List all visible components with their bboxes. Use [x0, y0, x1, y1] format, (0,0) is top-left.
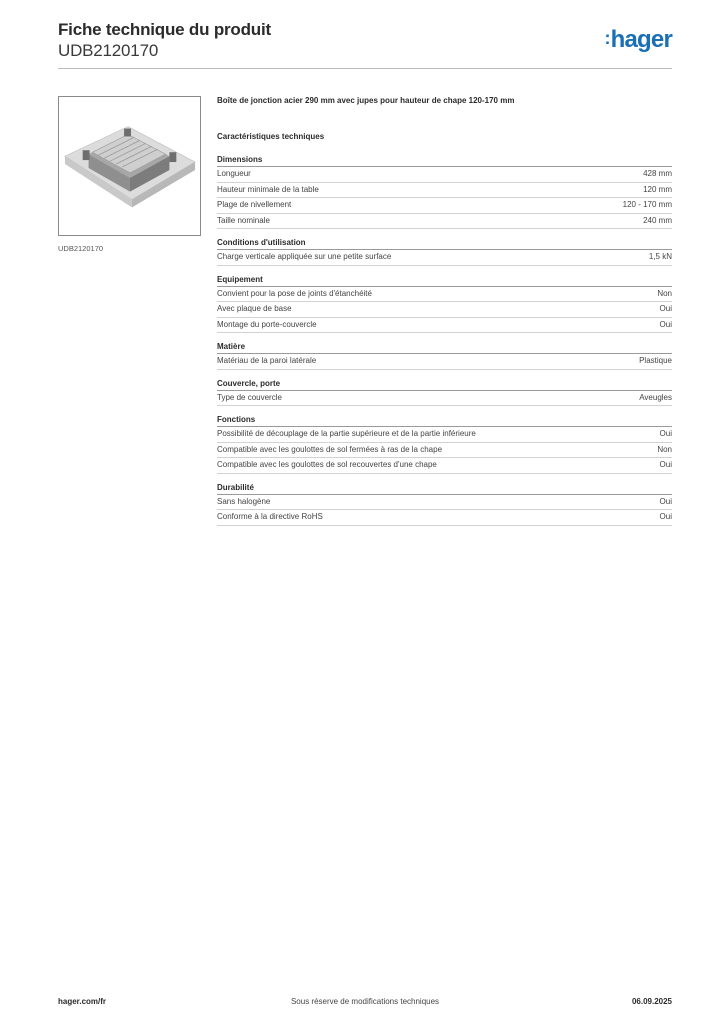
- characteristic-row: Matériau de la paroi latérale Plastique: [217, 354, 672, 370]
- page-header: Fiche technique du produit UDB2120170: [58, 20, 271, 61]
- section-title: Durabilité: [217, 483, 672, 495]
- characteristic-value: Non: [657, 288, 672, 298]
- characteristic-label: Avec plaque de base: [217, 304, 292, 313]
- section-title: Couvercle, porte: [217, 379, 672, 391]
- image-caption: UDB2120170: [58, 244, 104, 253]
- characteristic-row: Compatible avec les goulottes de sol rec…: [217, 458, 672, 474]
- characteristic-value: Oui: [659, 304, 672, 313]
- characteristic-value: Aveugles: [639, 392, 672, 402]
- characteristic-row: Sans halogène Oui: [217, 495, 672, 510]
- section-title: Conditions d'utilisation: [217, 238, 672, 250]
- logo-dots-icon: :: [604, 28, 610, 48]
- page-title: Fiche technique du produit: [58, 20, 271, 39]
- section-title: Equipement: [217, 275, 672, 287]
- characteristic-row: Conforme à la directive RoHS Oui: [217, 510, 672, 526]
- header-divider: [58, 68, 672, 69]
- footer-date: 06.09.2025: [631, 997, 672, 1006]
- characteristic-label: Plage de nivellement: [217, 200, 292, 209]
- characteristic-row: Convient pour la pose de joints d'étanch…: [217, 287, 672, 302]
- technical-content: Boîte de jonction acier 290 mm avec jupe…: [217, 96, 672, 535]
- characteristic-label: Longueur: [217, 169, 251, 178]
- section-title: Matière: [217, 342, 672, 354]
- characteristic-row: Charge verticale appliquée sur une petit…: [217, 250, 672, 266]
- characteristic-value: Oui: [659, 319, 672, 329]
- characteristic-value: 120 - 170 mm: [622, 200, 672, 209]
- junction-box-illustration: [64, 126, 196, 208]
- characteristic-row: Avec plaque de base Oui: [217, 302, 672, 318]
- characteristic-row: Possibilité de découplage de la partie s…: [217, 427, 672, 443]
- characteristic-value: 1,5 kN: [648, 252, 672, 261]
- characteristic-value: 428 mm: [643, 169, 672, 178]
- footer-website[interactable]: hager.com/fr: [58, 997, 107, 1006]
- section-title: Fonctions: [217, 415, 672, 427]
- hager-logo: :hager: [604, 28, 672, 52]
- characteristic-row: Hauteur minimale de la table 120 mm: [217, 183, 672, 198]
- characteristic-value: Oui: [659, 429, 672, 438]
- characteristic-row: Plage de nivellement 120 - 170 mm: [217, 198, 672, 214]
- characteristic-row: Taille nominale 240 mm: [217, 214, 672, 229]
- characteristic-label: Sans halogène: [217, 496, 271, 506]
- technical-characteristics-heading: Caractéristiques techniques: [217, 132, 325, 141]
- characteristic-label: Convient pour la pose de joints d'étanch…: [217, 288, 372, 298]
- characteristic-value: Oui: [659, 460, 672, 469]
- characteristic-row: Compatible avec les goulottes de sol fer…: [217, 443, 672, 458]
- characteristic-row: Montage du porte-couvercle Oui: [217, 318, 672, 333]
- footer-notice: Sous réserve de modifications techniques: [290, 997, 440, 1006]
- characteristic-value: Non: [657, 444, 672, 454]
- characteristic-row: Type de couvercle Aveugles: [217, 391, 672, 406]
- characteristic-label: Charge verticale appliquée sur une petit…: [217, 252, 392, 261]
- product-reference: UDB2120170: [58, 41, 159, 60]
- characteristic-label: Hauteur minimale de la table: [217, 184, 319, 194]
- characteristic-label: Possibilité de découplage de la partie s…: [217, 429, 476, 438]
- characteristic-label: Conforme à la directive RoHS: [217, 512, 323, 521]
- characteristic-value: Oui: [659, 512, 672, 521]
- characteristic-value: Plastique: [639, 356, 672, 365]
- characteristic-label: Compatible avec les goulottes de sol rec…: [217, 460, 437, 469]
- section-title: Dimensions: [217, 155, 672, 167]
- characteristic-value: 120 mm: [643, 184, 672, 194]
- characteristic-value: 240 mm: [643, 215, 672, 225]
- logo-text: hager: [610, 26, 673, 53]
- characteristic-label: Taille nominale: [217, 215, 270, 225]
- characteristic-value: Oui: [659, 496, 672, 506]
- characteristic-label: Type de couvercle: [217, 392, 282, 402]
- characteristic-label: Montage du porte-couvercle: [217, 319, 317, 329]
- product-image: [58, 96, 201, 236]
- product-description: Boîte de jonction acier 290 mm avec jupe…: [217, 96, 515, 105]
- characteristic-label: Matériau de la paroi latérale: [217, 356, 317, 365]
- characteristic-label: Compatible avec les goulottes de sol fer…: [217, 444, 443, 454]
- characteristic-row: Longueur 428 mm: [217, 167, 672, 183]
